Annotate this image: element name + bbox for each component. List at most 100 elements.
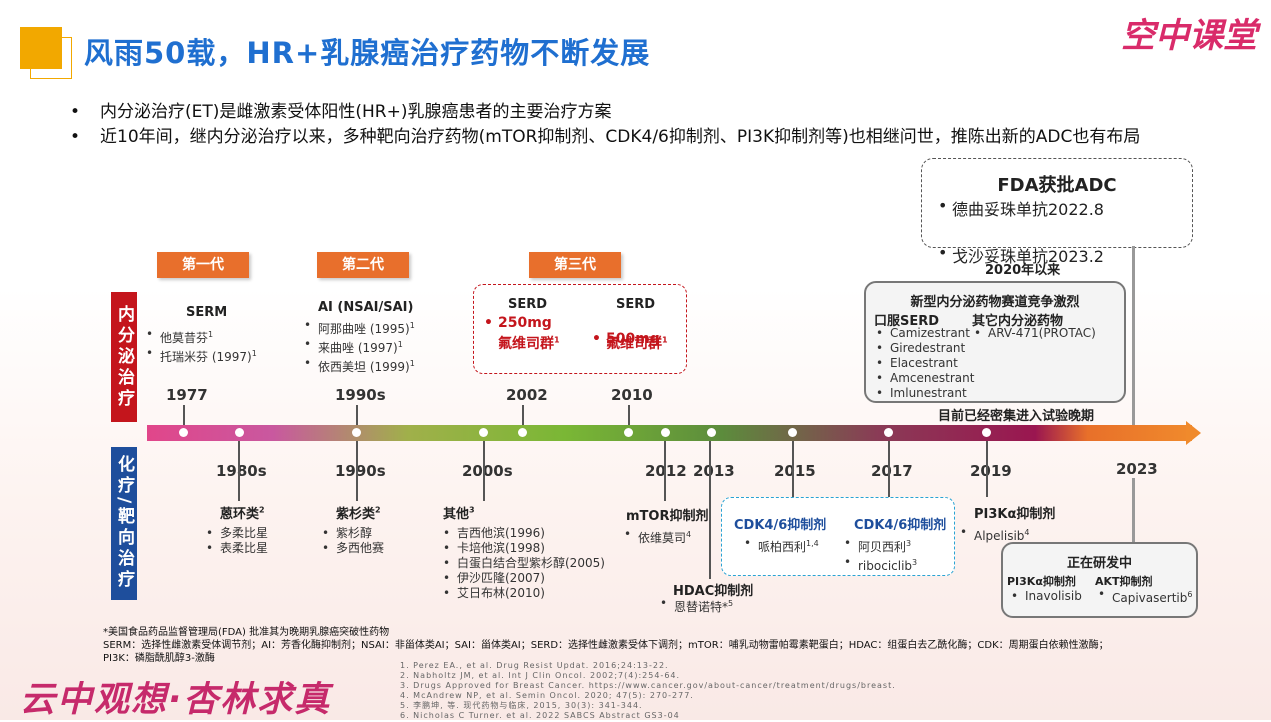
since-2020-label: 2020年以来 [985,263,1061,278]
drug-class-label: 蒽环类 [220,507,260,522]
footnotes: *美国食品药品监督管理局(FDA) 批准其为晚期乳腺癌突破性药物 SERM：选择… [103,626,1183,665]
drug-list: 依维莫司4 [624,527,691,546]
drug-class-label: PI3Kα抑制剂 [974,507,1056,522]
drug-item: Camizestrant [876,326,974,341]
drug-item: Inavolisib [1011,589,1204,604]
reference-line: 3. Drugs Approved for Breast Cancer. htt… [400,681,896,690]
title-accent-square [20,27,62,69]
timeline-tick [888,441,890,497]
timeline-tick [628,405,630,427]
in-development-box: 正在研发中 PI3Kα抑制剂 Inavolisib AKT抑制剂 Capivas… [1001,542,1198,618]
timeline-dot [788,428,797,437]
ai-label: AI (NSAI/SAI) [318,300,414,315]
serd-dose: 250mg [484,315,696,331]
fda-item: 德曲妥珠单抗2022.8 [938,196,1208,220]
serm-list: 他莫昔芬1 托瑞米芬 (1997)1 [146,327,257,365]
drug-class-label: 其他 [443,507,470,522]
timeline-dot [661,428,670,437]
timeline-tick [238,441,240,501]
year-label: 1990s [335,462,386,480]
year-label: 1990s [335,386,386,404]
year-label: 2017 [871,462,913,480]
slogan: 云中观想·杏林求真 [20,680,332,720]
drug-class-label: 紫杉类 [336,507,376,522]
drug-item: 白蛋白结合型紫杉醇(2005) [443,556,605,571]
new-box-title: 新型内分泌药物赛道竞争激烈 [910,295,1080,310]
reference-line: 5. 李鹏坤, 等. 现代药物与临床, 2015, 30(3): 341-344… [400,701,643,710]
gen-badge-2: 第二代 [317,252,409,278]
drug-list: 阿贝西利3 ribociclib3 [844,536,917,574]
timeline-tick [664,441,666,501]
timeline-tick [356,405,358,427]
footnote-line: SERM：选择性雌激素受体调节剂；AI：芳香化酶抑制剂；NSAI：非甾体类AI；… [103,640,1109,651]
dev-title: 正在研发中 [1066,556,1132,571]
drug-item: 依维莫司 [638,531,687,545]
reference-line: 6. Nicholas C Turner. et al. 2022 SABCS … [400,711,680,720]
ai-list: 阿那曲唑 (1995)1 来曲唑 (1997)1 依西美坦 (1999)1 [304,318,415,375]
timeline-tick [522,405,524,427]
other-endocrine-list: ARV-471(PROTAC) [974,326,1096,341]
drug-class-label: PI3Kα抑制剂 [1007,575,1076,588]
timeline-dot [235,428,244,437]
reference-line: 4. McAndrew NP, et al. Semin Oncol. 2020… [400,691,694,700]
reference-line: 2. Nabholtz JM, et al. Int J Clin Oncol.… [400,671,681,680]
timeline-dot [352,428,361,437]
footnote-line: *美国食品药品监督管理局(FDA) 批准其为晚期乳腺癌突破性药物 [103,627,390,638]
cdk46-box: CDK4/6抑制剂 哌柏西利1,4 CDK4/6抑制剂 阿贝西利3 riboci… [721,497,955,576]
footnote-line: PI3K：磷脂酰肌醇3-激酶 [103,653,215,664]
year-label: 2002 [506,386,548,404]
drug-item: Giredestrant [876,341,974,356]
timeline-tick [986,441,988,497]
drug-list: 紫杉醇 多西他赛 [322,526,384,556]
drug-item: Amcenestrant [876,371,974,386]
references: 1. Perez EA., et al. Drug Resist Updat. … [400,661,896,721]
drug-item: Imlunestrant [876,386,974,401]
serm-label: SERM [186,305,228,320]
timeline-dot [982,428,991,437]
drug-list: 恩替诺特*5 [660,596,733,615]
timeline-tick [792,441,794,497]
serd-box: SERD 250mg 氟维司群1 SERD 500mg 氟维司群1 [473,284,687,374]
timeline-dot [518,428,527,437]
side-label-targeted: 化疗/靶向治疗 [111,447,137,600]
gen-badge-1: 第一代 [157,252,249,278]
bullet-item: 内分泌治疗(ET)是雌激素受体阳性(HR+)乳腺癌患者的主要治疗方案 [70,100,1200,125]
drug-class-label: CDK4/6抑制剂 [854,518,947,533]
drug-item: 哌柏西利 [758,540,807,554]
drug-list: Capivasertib6 [1098,587,1192,606]
bullet-item: 近10年间，继内分泌治疗以来，多种靶向治疗药物(mTOR抑制剂、CDK4/6抑制… [70,125,1200,150]
serd-drug: 氟维司群1 [498,335,560,352]
drug-item: ribociclib [858,559,913,573]
year-label: 2013 [693,462,735,480]
drug-item: Elacestrant [876,356,974,371]
drug-list: Alpelisib4 [960,525,1030,544]
year-label: 2019 [970,462,1012,480]
year-label: 1980s [216,462,267,480]
year-label: 2010 [611,386,653,404]
fda-adc-box: FDA获批ADC 德曲妥珠单抗2022.8 戈沙妥珠单抗2023.2 [921,158,1193,266]
timeline-arrow-icon [1186,421,1201,445]
timeline-tick [483,441,485,501]
late-stage-label: 目前已经密集进入试验晚期 [938,409,1095,424]
year-label: 1977 [166,386,208,404]
timeline-tick [356,441,358,501]
drug-item: 卡培他滨(1998) [443,541,605,556]
serd-label: SERD [508,297,548,312]
connector-line [1132,478,1135,542]
drug-item: 来曲唑 (1997) [318,341,398,355]
connector-line [1132,246,1135,426]
new-endocrine-box: 新型内分泌药物赛道竞争激烈 口服SERD Camizestrant Girede… [864,281,1126,403]
drug-item: 多西他赛 [322,541,384,556]
drug-item: 吉西他滨(1996) [443,526,605,541]
drug-item: 多柔比星 [206,526,268,541]
serd-drug: 氟维司群1 [606,335,668,352]
timeline-dot [179,428,188,437]
drug-item: 紫杉醇 [322,526,384,541]
timeline-dot [624,428,633,437]
drug-class-label: CDK4/6抑制剂 [734,518,827,533]
drug-item: ARV-471(PROTAC) [974,326,1096,341]
drug-item: Capivasertib [1112,591,1188,605]
drug-item: Alpelisib [974,529,1025,543]
drug-item: 阿贝西利 [858,540,907,554]
year-label: 2015 [774,462,816,480]
